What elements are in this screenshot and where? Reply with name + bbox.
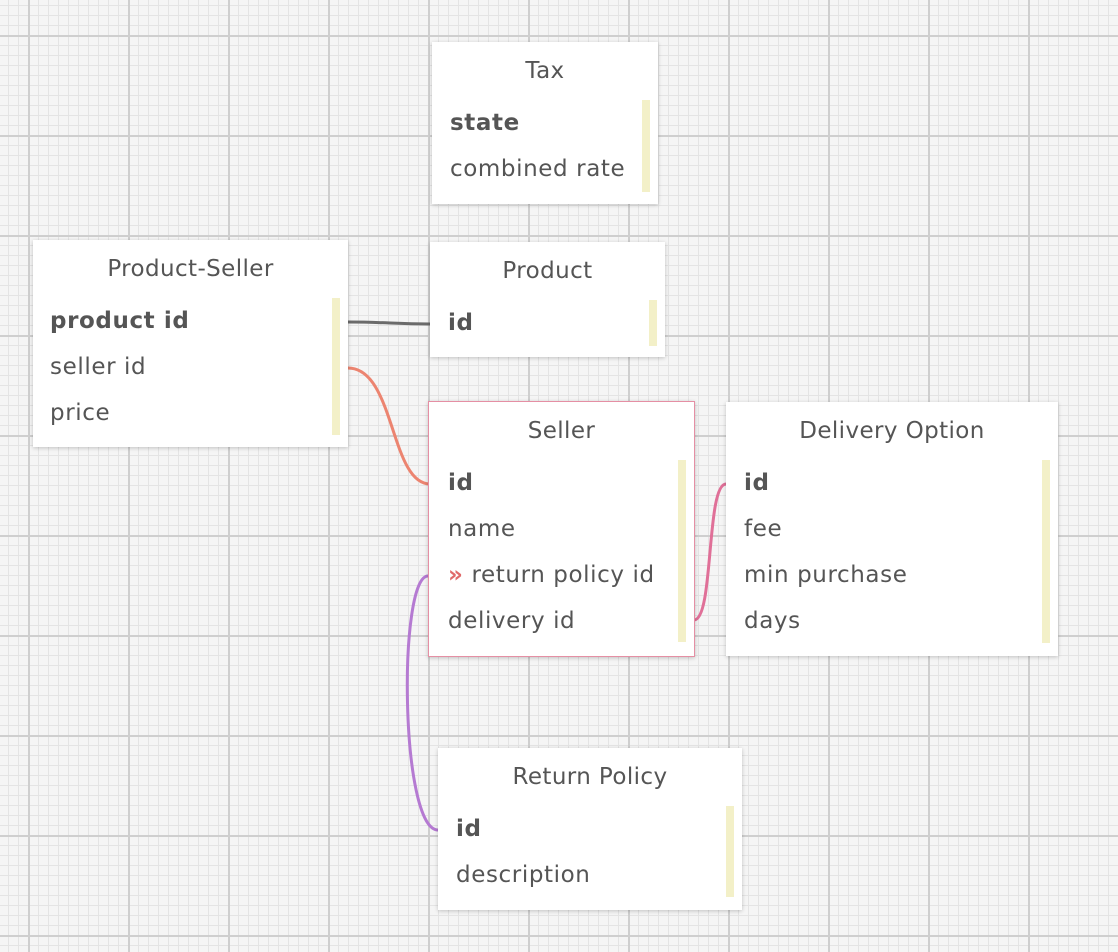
connector-product-seller-to-product[interactable] [347, 320, 431, 326]
table-scrollbar[interactable] [726, 806, 734, 897]
table-product[interactable]: Product id [430, 242, 665, 357]
field-state[interactable]: state [450, 110, 520, 136]
connector-seller-to-delivery-option[interactable] [693, 482, 727, 622]
table-delivery-option[interactable]: Delivery Option id fee min purchase days [726, 402, 1058, 656]
field-label: return policy id [471, 562, 655, 588]
field-price[interactable]: price [50, 400, 111, 426]
connector-product-seller-to-seller[interactable] [347, 366, 431, 486]
field-name[interactable]: name [448, 516, 516, 542]
table-scrollbar[interactable] [678, 460, 686, 642]
table-scrollbar[interactable] [332, 298, 340, 435]
table-scrollbar[interactable] [649, 300, 657, 346]
table-title: Return Policy [512, 764, 668, 790]
table-title: Delivery Option [799, 418, 985, 444]
field-id[interactable]: id [448, 310, 474, 336]
table-scrollbar[interactable] [1042, 460, 1050, 643]
field-return-policy-id[interactable]: » return policy id [448, 562, 655, 588]
table-product-seller[interactable]: Product-Seller product id seller id pric… [33, 240, 348, 447]
field-combined-rate[interactable]: combined rate [450, 156, 626, 182]
table-title: Tax [525, 58, 565, 84]
field-description[interactable]: description [456, 862, 591, 888]
field-id[interactable]: id [456, 816, 482, 842]
table-title: Product [502, 258, 593, 284]
field-fee[interactable]: fee [744, 516, 783, 542]
table-return-policy[interactable]: Return Policy id description [438, 748, 742, 910]
field-product-id[interactable]: product id [50, 308, 190, 334]
table-tax[interactable]: Tax state combined rate [432, 42, 658, 204]
field-days[interactable]: days [744, 608, 801, 634]
table-title: Product-Seller [107, 256, 274, 282]
field-id[interactable]: id [448, 470, 474, 496]
field-delivery-id[interactable]: delivery id [448, 608, 576, 634]
connector-seller-to-return-policy[interactable] [405, 574, 439, 832]
foreign-key-icon: » [448, 562, 464, 588]
field-seller-id[interactable]: seller id [50, 354, 147, 380]
table-title: Seller [527, 418, 596, 444]
field-id[interactable]: id [744, 470, 770, 496]
table-seller[interactable]: Seller id name » return policy id deliver… [428, 401, 695, 657]
table-scrollbar[interactable] [642, 100, 650, 192]
field-min-purchase[interactable]: min purchase [744, 562, 908, 588]
